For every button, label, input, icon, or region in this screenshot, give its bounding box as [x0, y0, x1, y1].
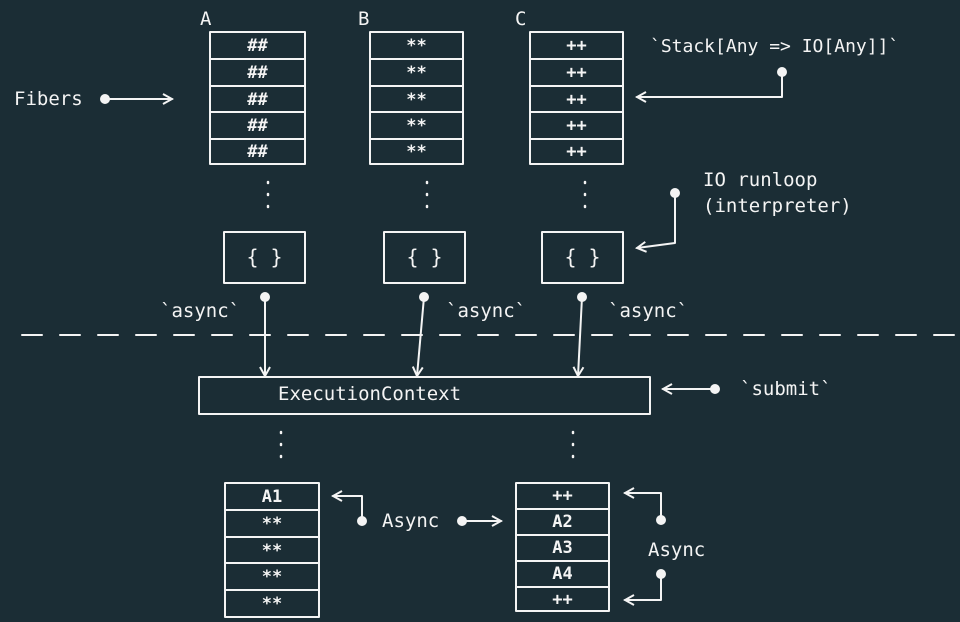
- thread-left-cell: **: [261, 541, 283, 561]
- fiber-b-cell: **: [406, 116, 427, 136]
- fiber-a-cell: ##: [247, 142, 268, 162]
- fiber-b-cell: **: [406, 63, 427, 83]
- stack-annotation: `Stack[Any => IO[Any]]`: [650, 36, 900, 57]
- submit-annotation: `submit`: [740, 378, 832, 400]
- fiber-b-cell: **: [406, 36, 427, 56]
- fiber-c-cell: ++: [566, 36, 587, 56]
- fiber-c-cell: ++: [566, 90, 587, 110]
- async-label-b: `async`: [446, 300, 527, 322]
- async-top-arrow: [625, 493, 662, 521]
- thread-continuation-dots: [279, 430, 575, 470]
- thread-right-cell: A4: [552, 564, 573, 584]
- runloop-box-c: [541, 231, 624, 284]
- stack-arrow: [637, 71, 783, 97]
- runloop-arrow: [637, 192, 676, 248]
- thread-left-cell: A1: [261, 487, 283, 507]
- fiber-c-name: C: [515, 8, 527, 30]
- thread-right-cell: A2: [552, 512, 573, 532]
- async-between-label: Async: [382, 510, 440, 532]
- thread-left-cell: **: [261, 594, 283, 614]
- fiber-stack-a-frame: [209, 31, 306, 165]
- thread-left-cell: **: [261, 567, 283, 587]
- async-left-arrow: [333, 496, 363, 522]
- fibers-label: Fibers: [14, 88, 83, 110]
- async-bottom-arrow: [625, 573, 662, 600]
- fiber-a-cell: ##: [247, 116, 268, 136]
- runloop-annotation-line1: IO runloop: [703, 169, 818, 191]
- thread-right-cell: ++: [552, 590, 573, 610]
- runloop-c-label: { }: [564, 245, 601, 269]
- runloop-box-a: [223, 231, 306, 284]
- runloop-b-label: { }: [406, 245, 443, 269]
- async-right-label: Async: [648, 539, 706, 561]
- thread-right-cell: ++: [552, 486, 573, 506]
- fiber-b-name: B: [358, 8, 370, 30]
- async-label-c: `async`: [608, 300, 689, 322]
- fiber-continuation-dots: [266, 180, 587, 217]
- thread-stack-left-frame: [224, 482, 320, 618]
- async-label-a: `async`: [160, 300, 241, 322]
- fiber-b-cell: **: [406, 142, 427, 162]
- thread-right-cell: A3: [552, 538, 573, 558]
- fiber-a-cell: ##: [247, 63, 268, 83]
- thread-left-cell: **: [261, 514, 283, 534]
- thread-stack-right-frame: [515, 482, 610, 612]
- runloop-a-label: { }: [246, 245, 283, 269]
- fiber-a-name: A: [200, 8, 212, 30]
- runloop-box-b: [383, 231, 466, 284]
- fiber-c-cell: ++: [566, 63, 587, 83]
- runloop-annotation-line2: (interpreter): [703, 195, 852, 217]
- fiber-b-cell: **: [406, 90, 427, 110]
- fiber-a-cell: ##: [247, 36, 268, 56]
- fiber-c-cell: ++: [566, 142, 587, 162]
- execution-context-label: ExecutionContext: [278, 383, 462, 405]
- async-arrows: [261, 292, 587, 376]
- execution-context-box: [198, 376, 651, 415]
- fiber-stack-c-frame: [529, 31, 624, 165]
- fiber-a-cell: ##: [247, 90, 268, 110]
- fiber-c-cell: ++: [566, 116, 587, 136]
- fiber-stack-b-frame: [369, 31, 464, 165]
